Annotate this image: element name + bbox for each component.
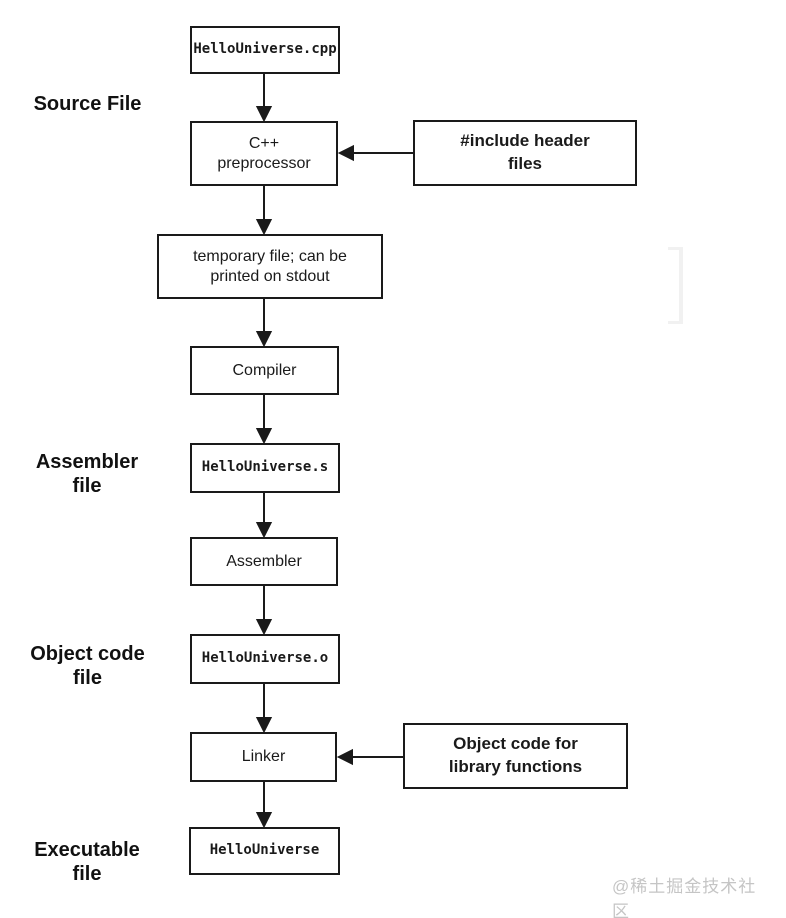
stage-label-executable-file: Executable file (34, 839, 140, 885)
arrowhead-linker-to-exe (255, 812, 273, 829)
arrowhead-compiler-to-sfile (255, 428, 273, 445)
node-include-headers: #include header files (413, 120, 637, 186)
node-compiler: Compiler (190, 346, 339, 395)
arrowhead-sfile-to-assembler (255, 522, 273, 539)
watermark-text: @稀土掘金技术社区 (612, 877, 757, 918)
arrowhead-ofile-to-linker (255, 717, 273, 734)
node-object-file: HelloUniverse.o (190, 634, 340, 684)
node-cpp-preprocessor: C++ preprocessor (190, 121, 338, 186)
arrowhead-temp-to-compiler (255, 331, 273, 348)
arrowhead-include-to-preprocessor (337, 144, 354, 162)
stage-label-object-code-file: Object code file (30, 643, 145, 689)
arrowhead-cpp-to-preprocessor (255, 106, 273, 123)
arrowhead-assembler-to-ofile (255, 619, 273, 636)
faint-bracket-artifact (668, 247, 683, 324)
node-linker: Linker (190, 732, 337, 782)
arrowhead-preprocessor-to-temp (255, 219, 273, 236)
node-temporary-file: temporary file; can be printed on stdout (157, 234, 383, 299)
node-source-file: HelloUniverse.cpp (190, 26, 340, 74)
arrowhead-objlib-to-linker (336, 748, 353, 766)
node-assembly-file: HelloUniverse.s (190, 443, 340, 493)
stage-label-source-file: Source File (33, 93, 142, 115)
node-object-code-library: Object code for library functions (403, 723, 628, 789)
stage-label-assembler-file: Assembler file (35, 451, 139, 497)
node-assembler: Assembler (190, 537, 338, 586)
node-executable: HelloUniverse (189, 827, 340, 875)
